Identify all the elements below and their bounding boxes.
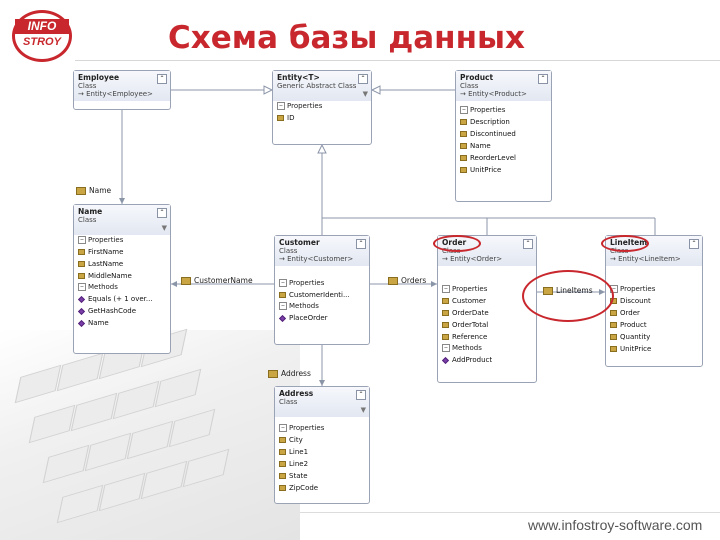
inherit-arrow-employee — [263, 85, 274, 95]
filter-icon: ▼ — [362, 90, 368, 98]
product-class-box[interactable]: Product Class → Entity<Product> ⌃ −Prope… — [455, 70, 552, 202]
employee-class-box[interactable]: Employee Class → Entity<Employee> ⌃ — [73, 70, 171, 110]
properties-header[interactable]: −Properties — [277, 102, 323, 110]
property-item: Discontinued — [456, 128, 551, 140]
property-item: ReorderLevel — [456, 152, 551, 164]
property-item: State — [275, 470, 369, 482]
company-logo: INFO STROY — [12, 10, 72, 62]
class-kind: Class — [279, 247, 298, 255]
assoc-label-orders: Orders — [388, 276, 426, 285]
filter-icon: ▼ — [161, 224, 167, 232]
properties-header[interactable]: −Properties — [279, 424, 325, 432]
property-item: OrderTotal — [438, 319, 536, 331]
assoc-label-address: Address — [268, 369, 311, 378]
properties-header[interactable]: −Properties — [610, 285, 656, 293]
address-class-box[interactable]: Address Class ⌃▼ −Properties City Line1 … — [274, 386, 370, 504]
assoc-label-customername: CustomerName — [181, 276, 253, 285]
highlight-ring-lineitems — [522, 270, 614, 322]
collapse-toggle-icon[interactable]: ⌃ — [356, 239, 366, 249]
method-item: AddProduct — [438, 354, 536, 366]
property-item: Order — [606, 307, 702, 319]
property-item: UnitPrice — [606, 343, 702, 355]
class-name: Customer — [279, 238, 320, 247]
properties-header[interactable]: −Properties — [279, 279, 325, 287]
method-item: Name — [74, 317, 170, 329]
highlight-ring-lineitem — [601, 235, 649, 252]
properties-header[interactable]: −Properties — [442, 285, 488, 293]
methods-header[interactable]: −Methods — [279, 302, 319, 310]
methods-header[interactable]: −Methods — [78, 283, 118, 291]
class-base: → Entity<LineItem> — [610, 255, 681, 263]
order-class-box[interactable]: Order Class → Entity<Order> ⌃ −Propertie… — [437, 235, 537, 383]
class-name: Product — [460, 73, 494, 82]
class-base: → Entity<Employee> — [78, 90, 153, 98]
keyboard-background — [0, 328, 300, 540]
class-base: → Entity<Customer> — [279, 255, 354, 263]
class-base: → Entity<Order> — [442, 255, 503, 263]
footer-divider — [300, 512, 720, 513]
assoc-label-name: Name — [76, 186, 111, 195]
filter-icon: ▼ — [360, 406, 366, 414]
entity-class-box[interactable]: Entity<T> Generic Abstract Class ⌃ ▼ −Pro… — [272, 70, 372, 145]
property-item: Line2 — [275, 458, 369, 470]
class-kind: Generic Abstract Class — [277, 82, 357, 90]
method-item: Equals (+ 1 over... — [74, 293, 170, 305]
class-kind: Class — [78, 82, 97, 90]
customer-class-box[interactable]: Customer Class → Entity<Customer> ⌃ −Pro… — [274, 235, 370, 345]
property-item: Reference — [438, 331, 536, 343]
method-item: PlaceOrder — [275, 312, 369, 324]
properties-header[interactable]: −Properties — [460, 106, 506, 114]
collapse-toggle-icon[interactable]: ⌃ — [358, 74, 368, 84]
title-divider — [75, 60, 720, 61]
collapse-toggle-icon[interactable]: ⌃ — [356, 390, 366, 400]
class-kind: Class — [460, 82, 479, 90]
collapse-toggle-icon[interactable]: ⌃ — [689, 239, 699, 249]
collapse-toggle-icon[interactable]: ⌃ — [538, 74, 548, 84]
property-icon — [277, 115, 284, 121]
property-item: LastName — [74, 258, 170, 270]
property-item: ID — [273, 112, 371, 124]
collapse-toggle-icon[interactable]: ⌃ — [523, 239, 533, 249]
class-name: Name — [78, 207, 103, 216]
class-name: Entity<T> — [277, 73, 320, 82]
properties-header[interactable]: −Properties — [78, 236, 124, 244]
property-item: City — [275, 434, 369, 446]
collapse-toggle-icon[interactable]: ⌃ — [157, 208, 167, 218]
property-item: ZipCode — [275, 482, 369, 494]
property-item: Customer — [438, 295, 536, 307]
highlight-ring-order — [433, 235, 481, 252]
assoc-arrow-address — [319, 380, 325, 386]
assoc-arrow-customername — [171, 281, 177, 287]
property-item: Line1 — [275, 446, 369, 458]
class-kind: Class — [78, 216, 97, 224]
class-name: Employee — [78, 73, 120, 82]
website-url: www.infostroy-software.com — [528, 517, 703, 533]
logo-line1: INFO — [15, 19, 69, 34]
lineitem-class-box[interactable]: LineItem Class → Entity<LineItem> ⌃ −Pro… — [605, 235, 703, 367]
inherit-arrow-trunk — [317, 143, 327, 154]
inherit-arrow-product — [370, 85, 381, 95]
assoc-arrow-orders — [431, 281, 437, 287]
property-item: Product — [606, 319, 702, 331]
page-title: Схема базы данных — [168, 20, 526, 56]
property-item: MiddleName — [74, 270, 170, 282]
name-class-box[interactable]: Name Class ⌃ ▼ −Properties FirstName Last… — [73, 204, 171, 354]
class-kind: Class — [279, 398, 298, 406]
class-name: Address — [279, 389, 314, 398]
method-item: GetHashCode — [74, 305, 170, 317]
class-base: → Entity<Product> — [460, 90, 527, 98]
property-item: UnitPrice — [456, 164, 551, 176]
property-item: Discount — [606, 295, 702, 307]
property-item: Description — [456, 116, 551, 128]
collapse-toggle-icon[interactable]: ⌃ — [157, 74, 167, 84]
property-item: Name — [456, 140, 551, 152]
methods-header[interactable]: −Methods — [442, 344, 482, 352]
property-item: Quantity — [606, 331, 702, 343]
property-item: FirstName — [74, 246, 170, 258]
property-item: OrderDate — [438, 307, 536, 319]
assoc-arrow-name — [119, 198, 125, 204]
logo-line2: STROY — [23, 36, 61, 48]
property-item: CustomerIdenti... — [275, 289, 369, 301]
